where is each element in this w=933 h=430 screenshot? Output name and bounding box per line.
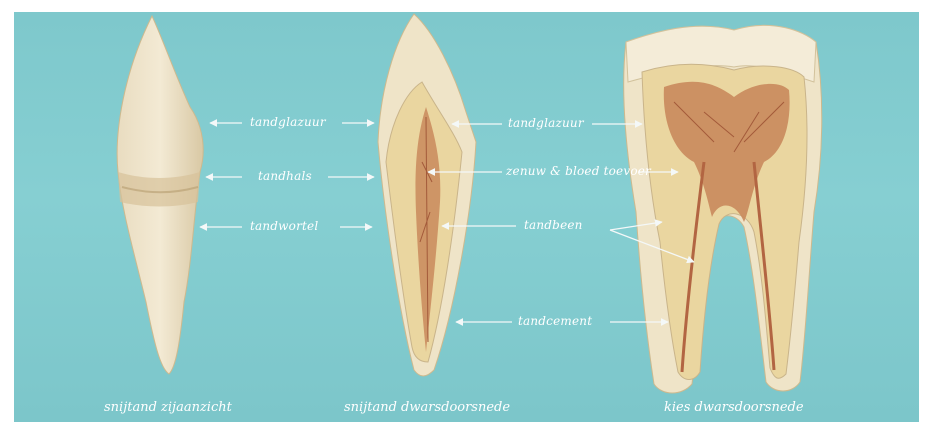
label-cement: tandcement [518, 314, 592, 328]
label-dentin: tandbeen [524, 218, 583, 232]
label-neck: tandhals [258, 169, 312, 183]
label-enamel-right: tandglazuur [508, 116, 584, 130]
incisor-side-view [117, 16, 203, 374]
diagram-board: tandglazuur tandhals tandwortel tandglaz… [14, 12, 919, 422]
caption-incisor-section: snijtand dwarsdoorsnede [344, 400, 510, 415]
caption-incisor-side: snijtand zijaanzicht [104, 400, 232, 415]
tooth-illustrations [14, 12, 919, 422]
caption-molar-section: kies dwarsdoorsnede [664, 400, 804, 415]
label-enamel-left: tandglazuur [250, 115, 326, 129]
molar-cross-section [624, 25, 822, 393]
label-root: tandwortel [250, 219, 318, 233]
label-nerve: zenuw & bloed toevoer [506, 164, 651, 178]
